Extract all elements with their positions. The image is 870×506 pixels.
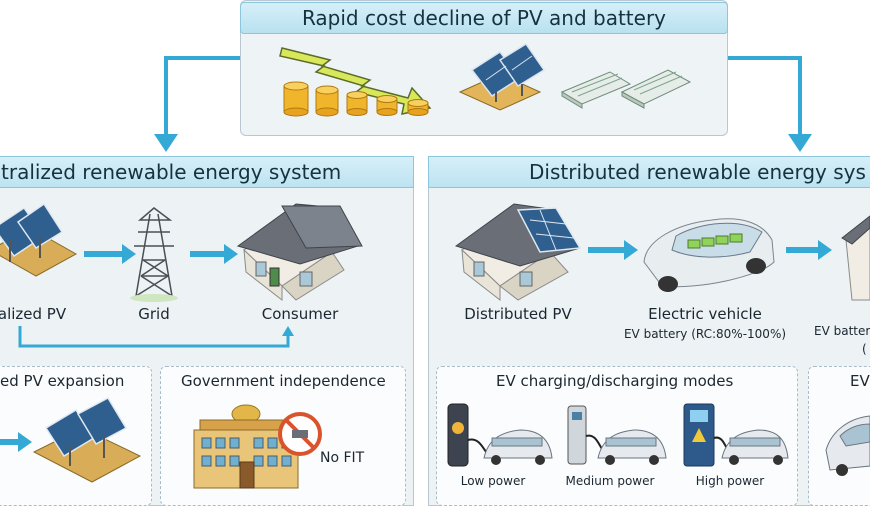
ev-battery-partial-label: EV batter	[814, 324, 870, 338]
centralized-illustration	[0, 202, 363, 348]
ev-modes-illustration	[447, 403, 789, 467]
ev-battery-label: EV battery (RC:80%-100%)	[623, 327, 787, 341]
mode-low-label: Low power	[460, 474, 526, 488]
flow-arrow-icon	[190, 244, 238, 264]
distributed-illustration	[454, 203, 870, 302]
house-partial-icon	[841, 215, 870, 301]
return-arrow-icon	[18, 326, 294, 348]
mode-medium-label: Medium power	[565, 474, 655, 488]
flow-arrow-icon	[0, 432, 32, 452]
arrow-head-left-icon	[154, 134, 178, 152]
ev-label: Electric vehicle	[648, 305, 762, 323]
centralized-title: tralized renewable energy system	[0, 156, 414, 188]
car-stack-icon	[825, 415, 870, 476]
cost-decline-title: Rapid cost decline of PV and battery	[240, 2, 728, 34]
split-arrows	[164, 56, 802, 138]
ev-second-illustration	[825, 415, 870, 476]
gov-building-illustration	[193, 404, 322, 489]
car-icon	[483, 429, 553, 465]
mode-high-label: High power	[695, 474, 765, 488]
pv-expansion-title: ed PV expansion	[0, 372, 125, 390]
flow-arrow-icon	[84, 244, 136, 264]
electric-vehicle-icon	[643, 218, 775, 292]
ev-second-title: EV	[850, 372, 870, 390]
coins-icon	[283, 81, 429, 117]
grid-label: Grid	[138, 305, 170, 323]
cost-illustration	[154, 42, 812, 152]
medium-power-charger-icon	[567, 405, 611, 465]
solar-panel-icon	[32, 397, 142, 483]
distributed-title: Distributed renewable energy sys	[428, 156, 870, 188]
car-icon	[597, 429, 667, 465]
flow-arrow-icon	[786, 240, 832, 260]
gov-independence-title: Government independence	[181, 372, 386, 390]
distributed-pv-label: Distributed PV	[464, 305, 572, 323]
battery-module-icon	[560, 69, 692, 109]
pv-label: alized PV	[0, 305, 67, 323]
no-sign-icon	[278, 412, 322, 456]
consumer-label: Consumer	[261, 305, 339, 323]
pv-farm-icon	[0, 202, 78, 277]
house-pv-icon	[454, 203, 582, 302]
flow-arrow-icon	[588, 240, 638, 260]
solar-panel-icon	[458, 42, 546, 111]
low-power-charger-icon	[447, 403, 495, 467]
power-tower-icon	[130, 207, 178, 302]
high-power-charger-icon	[683, 403, 735, 467]
pv-expansion-illustration	[0, 397, 142, 483]
ev-modes-title: EV charging/discharging modes	[496, 372, 734, 390]
paren-label: (	[862, 342, 867, 356]
house-icon	[236, 203, 363, 302]
no-fit-label: No FIT	[320, 450, 365, 466]
arrow-head-right-icon	[788, 134, 812, 152]
car-icon	[721, 429, 789, 465]
